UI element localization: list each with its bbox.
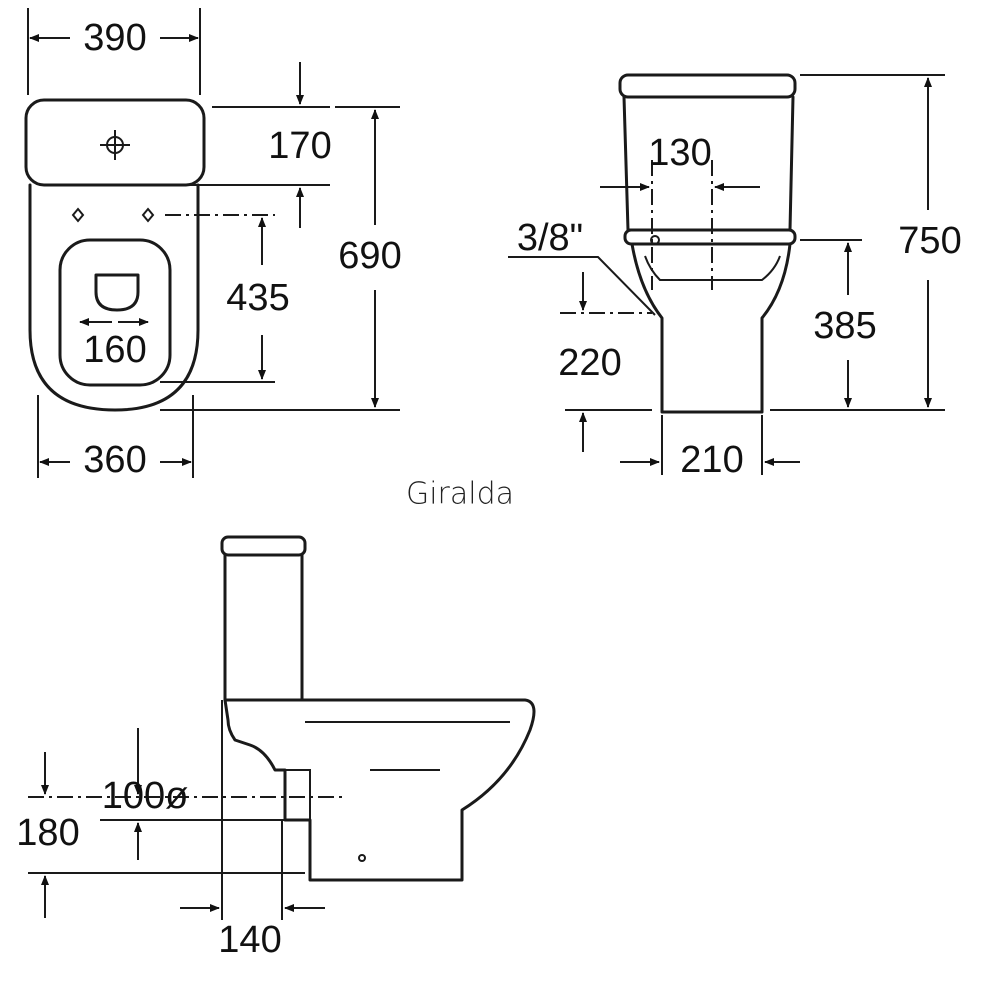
dim-130: 130 [648,132,711,174]
dim-160: 160 [83,329,146,371]
front-view: 130 3/8" 750 385 220 210 [508,73,962,481]
top-view: 390 170 690 435 160 360 [24,8,402,481]
dim-170: 170 [268,125,331,167]
dim-690: 690 [338,235,401,277]
dim-360: 360 [83,439,146,481]
dim-3-8-inch: 3/8" [517,217,583,259]
dim-435: 435 [226,277,289,319]
dim-100-diameter: 100ø [102,775,189,817]
dim-390: 390 [83,17,146,59]
inlet-cross-icon [100,130,130,160]
dim-210: 210 [680,439,743,481]
dim-180: 180 [16,812,79,854]
fixing-point-icon [71,207,85,223]
dim-750: 750 [898,220,961,262]
dim-140: 140 [218,919,281,961]
dim-385: 385 [813,305,876,347]
product-name: Giralda [406,477,514,512]
side-view: 100ø 180 140 [16,535,536,961]
dim-220: 220 [558,342,621,384]
fixing-point-icon [141,207,155,223]
